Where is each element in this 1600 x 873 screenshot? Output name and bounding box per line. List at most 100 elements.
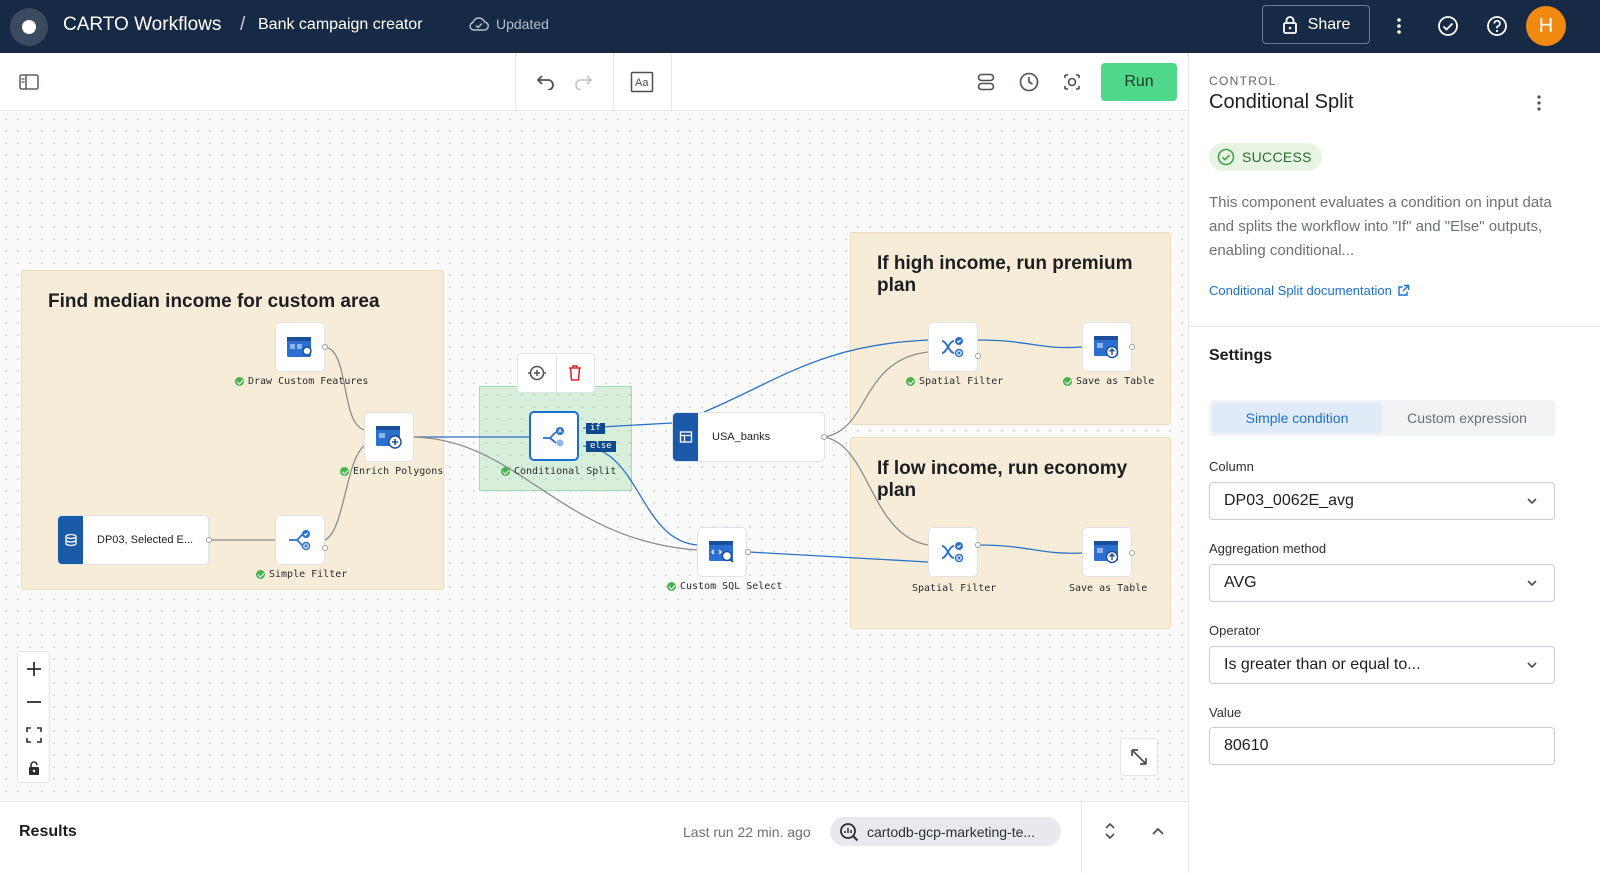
workflow-edges: [208, 339, 1083, 563]
output-port[interactable]: [1129, 344, 1135, 350]
spatial-filter-icon: [941, 542, 964, 563]
output-port[interactable]: [975, 353, 981, 359]
history-icon[interactable]: [1017, 70, 1041, 94]
redo-icon[interactable]: [572, 70, 596, 94]
output-port[interactable]: [1129, 550, 1135, 556]
avatar[interactable]: H: [1526, 6, 1566, 46]
results-title[interactable]: Results: [19, 823, 77, 840]
save-status-text: Updated: [496, 16, 549, 32]
node-label: Conditional Split: [501, 466, 616, 477]
node-label: Draw Custom Features: [235, 376, 368, 387]
app-title[interactable]: CARTO Workflows: [63, 14, 222, 35]
node-spatial-filter-high[interactable]: [928, 322, 978, 372]
toolbar-divider: [671, 53, 672, 111]
save-table-icon: [1094, 336, 1119, 359]
results-panel: Results Last run 22 min. ago cartodb-gcp…: [0, 801, 1188, 873]
divider: [1189, 326, 1600, 327]
fit-view-icon[interactable]: [18, 718, 49, 751]
node-actions: [517, 353, 595, 393]
node-conditional-split[interactable]: [529, 411, 579, 461]
node-custom-sql-select[interactable]: [697, 527, 747, 577]
help-icon[interactable]: [1485, 14, 1509, 38]
canvas-toolbar: Aa Run: [0, 53, 1188, 111]
status-text: SUCCESS: [1242, 149, 1312, 165]
workflow-name[interactable]: Bank campaign creator: [258, 16, 423, 33]
run-button[interactable]: Run: [1101, 63, 1177, 101]
chevron-up-icon[interactable]: [1148, 821, 1168, 841]
connection-name: cartodb-gcp-marketing-te...: [867, 823, 1036, 840]
tab-custom-expression[interactable]: Custom expression: [1407, 410, 1527, 426]
component-category: CONTROL: [1209, 74, 1277, 88]
success-icon: [667, 582, 676, 591]
operator-value: Is greater than or equal to...: [1224, 656, 1421, 673]
breadcrumb-separator: /: [240, 14, 246, 35]
documentation-link-text[interactable]: Conditional Split documentation: [1209, 283, 1392, 298]
node-save-table-high[interactable]: [1082, 322, 1132, 372]
node-draw-custom-features[interactable]: [275, 322, 325, 372]
node-label-text: Save as Table: [1076, 376, 1155, 387]
svg-text:Aa: Aa: [635, 77, 649, 89]
output-port[interactable]: [206, 537, 212, 543]
delete-icon[interactable]: [555, 354, 594, 392]
value-input[interactable]: 80610: [1209, 727, 1555, 765]
node-label: Save as Table: [1069, 583, 1147, 594]
more-vertical-icon[interactable]: [1387, 14, 1411, 38]
output-port[interactable]: [975, 542, 981, 548]
node-label-text: Save as Table: [1069, 583, 1148, 594]
tab-simple-condition[interactable]: Simple condition: [1212, 403, 1382, 433]
output-port[interactable]: [322, 545, 328, 551]
node-label-text: Simple Filter: [269, 569, 348, 580]
node-spatial-filter-low[interactable]: [928, 527, 978, 577]
text-annotation-icon[interactable]: Aa: [630, 70, 654, 94]
expand-icon[interactable]: [1120, 738, 1158, 776]
aggregation-label: Aggregation method: [1209, 541, 1327, 556]
value-label: Value: [1209, 705, 1242, 720]
column-select[interactable]: DP03_0062E_avg: [1209, 482, 1555, 520]
else-output-tag[interactable]: else: [586, 441, 616, 452]
output-port[interactable]: [745, 549, 751, 555]
more-vertical-icon[interactable]: [1529, 93, 1549, 113]
output-port[interactable]: [322, 344, 328, 350]
save-table-icon: [1094, 541, 1119, 564]
connection-chip[interactable]: cartodb-gcp-marketing-te...: [830, 817, 1061, 846]
sidebar-toggle-icon[interactable]: [17, 70, 41, 94]
success-icon: [906, 377, 915, 386]
lock-canvas-icon[interactable]: [18, 751, 49, 784]
success-icon: [501, 467, 510, 476]
node-enrich-polygons[interactable]: [364, 412, 414, 462]
node-usa-banks[interactable]: USA_banks: [672, 412, 825, 462]
toolbar-divider: [515, 53, 516, 111]
operator-select[interactable]: Is greater than or equal to...: [1209, 646, 1555, 684]
zoom-controls: [17, 651, 50, 783]
cloud-check-icon: [469, 17, 489, 31]
chevron-down-icon: [1527, 498, 1537, 505]
documentation-link[interactable]: Conditional Split documentation: [1209, 283, 1410, 298]
if-output-tag[interactable]: if: [586, 423, 605, 434]
node-simple-filter[interactable]: [275, 515, 325, 565]
zoom-out-icon[interactable]: [18, 685, 49, 718]
collapse-icon[interactable]: [1100, 821, 1120, 841]
zoom-in-icon[interactable]: [18, 652, 49, 685]
node-label-text: Custom SQL Select: [680, 581, 783, 592]
split-icon: [543, 427, 564, 447]
add-node-icon[interactable]: [518, 354, 556, 392]
check-circle-icon[interactable]: [1436, 14, 1460, 38]
node-save-table-low[interactable]: [1082, 527, 1132, 577]
aggregation-select[interactable]: AVG: [1209, 564, 1555, 602]
lock-icon: [1282, 15, 1297, 34]
undo-icon[interactable]: [533, 70, 557, 94]
logo-icon[interactable]: [10, 8, 48, 46]
node-dp03-source[interactable]: DP03, Selected E...: [57, 515, 209, 565]
share-button[interactable]: Share: [1262, 5, 1370, 44]
column-value: DP03_0062E_avg: [1224, 492, 1354, 509]
sql-icon: [709, 541, 734, 563]
output-port[interactable]: [821, 434, 827, 440]
node-label-text: Draw Custom Features: [248, 376, 369, 387]
success-icon: [235, 377, 244, 386]
success-icon: [1063, 377, 1072, 386]
layers-icon[interactable]: [974, 70, 998, 94]
schedule-icon[interactable]: [1060, 70, 1084, 94]
check-circle-icon: [1217, 148, 1235, 166]
component-title: Conditional Split: [1209, 91, 1354, 113]
settings-title: Settings: [1209, 347, 1273, 364]
